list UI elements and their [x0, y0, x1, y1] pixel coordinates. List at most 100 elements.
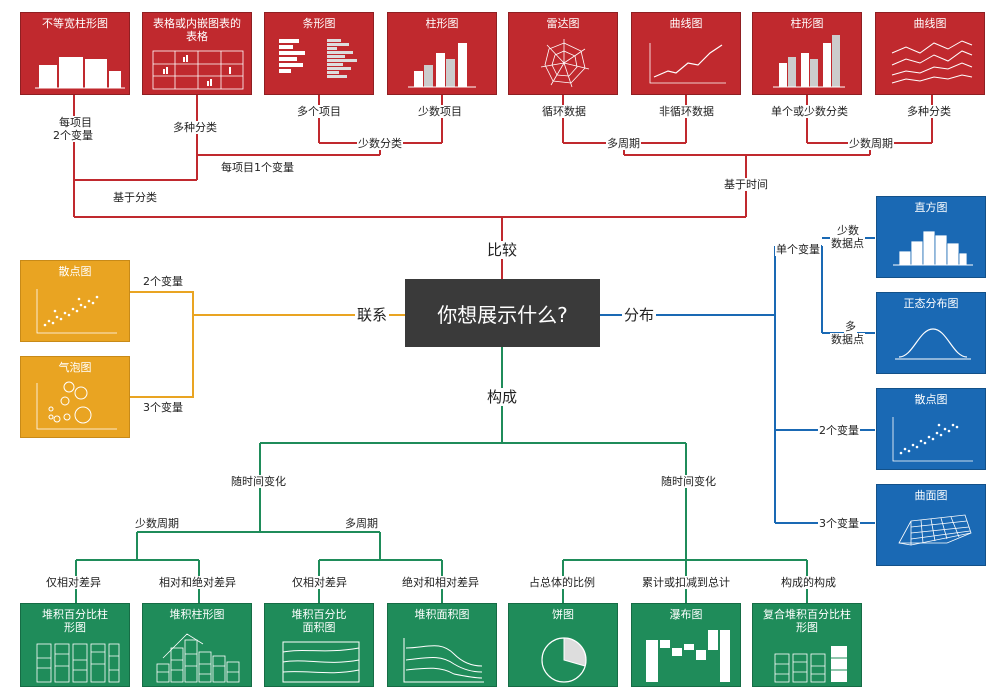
label-few-items: 少数项目 [417, 105, 463, 118]
label-many-cat: 多种分类 [906, 105, 952, 118]
composite-stacked-column-icon [774, 646, 847, 683]
label-few-points-1: 少数 [836, 224, 860, 237]
card-stacked-100-column: 堆积百分比柱形图 [20, 603, 130, 687]
stacked-area-icon [403, 638, 484, 683]
card-normal-distribution: 正态分布图 [876, 292, 986, 374]
card-title: 堆积柱形图 [169, 608, 225, 621]
branch-composition: 构成 [485, 388, 520, 406]
label-relative-only-1: 仅相对差异 [45, 576, 102, 589]
column-chart-icon [773, 35, 845, 88]
card-title: 堆积百分比柱形图 [42, 608, 108, 634]
branch-distribution: 分布 [622, 306, 657, 324]
label-dist-two-vars: 2个变量 [818, 424, 860, 437]
card-column-chart: 柱形图 [387, 12, 497, 95]
label-absolute-relative-2: 绝对和相对差异 [401, 576, 480, 589]
card-title: 正态分布图 [903, 297, 959, 310]
card-stacked-column: 堆积柱形图 [142, 603, 252, 687]
table-grid-icon [152, 50, 244, 90]
card-title: 不等宽柱形图 [42, 17, 108, 30]
main-question: 你想展示什么? [405, 279, 600, 347]
branch-relation: 联系 [355, 306, 390, 324]
card-surface-chart: 曲面图 [876, 484, 986, 566]
label-by-category: 基于分类 [112, 191, 158, 204]
card-title: 表格或内嵌图表的表格 [153, 17, 241, 43]
scatter-plot-icon [36, 289, 117, 334]
label-share-of-total: 占总体的比例 [528, 576, 596, 589]
card-title: 散点图 [58, 265, 92, 278]
card-bar-chart: 条形图 [264, 12, 374, 95]
label-comp-few-periods: 少数周期 [134, 517, 180, 530]
label-many-points-1: 多 [844, 320, 857, 333]
card-title: 柱形图 [425, 17, 459, 30]
label-per-item-line1: 每项目 [58, 116, 93, 129]
label-accumulate: 累计或扣减到总计 [641, 576, 731, 589]
card-composite-stacked-column: 复合堆积百分比柱形图 [752, 603, 862, 687]
bell-curve-icon [895, 328, 971, 360]
card-scatter-plot-2: 散点图 [876, 388, 986, 470]
card-histogram: 直方图 [876, 196, 986, 278]
card-title: 条形图 [302, 17, 336, 30]
card-pie-chart: 饼图 [508, 603, 618, 687]
card-title: 饼图 [552, 608, 574, 621]
label-relative-absolute-1: 相对和绝对差异 [158, 576, 237, 589]
label-single-var: 单个变量 [775, 243, 821, 256]
surface-chart-icon [898, 514, 972, 546]
histogram-icon [893, 230, 973, 266]
card-title: 瀑布图 [669, 608, 703, 621]
label-three-vars: 3个变量 [142, 401, 184, 414]
label-by-time: 基于时间 [723, 178, 769, 191]
card-title: 直方图 [914, 201, 948, 214]
card-title: 堆积百分比面积图 [291, 608, 347, 634]
line-chart-icon [649, 43, 726, 84]
label-many-periods: 多周期 [606, 137, 641, 150]
card-line-chart-2: 曲线图 [875, 12, 985, 95]
card-title: 堆积面积图 [414, 608, 470, 621]
branch-compare: 比较 [485, 241, 520, 259]
label-change-over-time-right: 随时间变化 [660, 475, 717, 488]
bubble-chart-icon [36, 381, 117, 430]
card-title: 雷达图 [546, 17, 580, 30]
label-per-item-one-var: 每项目1个变量 [220, 161, 295, 174]
label-few-points-2: 数据点 [830, 237, 865, 250]
card-bubble-chart: 气泡图 [20, 356, 130, 438]
card-stacked-100-area: 堆积百分比面积图 [264, 603, 374, 687]
radar-chart-icon [540, 39, 590, 88]
card-stacked-area: 堆积面积图 [387, 603, 497, 687]
stacked-100-area-icon [282, 641, 360, 683]
card-line-chart: 曲线图 [631, 12, 741, 95]
card-radar-chart: 雷达图 [508, 12, 618, 95]
label-cyclic: 循环数据 [541, 105, 587, 118]
card-waterfall-chart: 瀑布图 [631, 603, 741, 687]
label-few-categories: 少数分类 [357, 137, 403, 150]
scatter-plot-icon [892, 417, 973, 462]
card-title: 气泡图 [58, 361, 92, 374]
label-few-periods: 少数周期 [848, 137, 894, 150]
card-title: 柱形图 [790, 17, 824, 30]
label-many-categories: 多种分类 [172, 121, 218, 134]
card-title: 复合堆积百分比柱形图 [763, 608, 851, 634]
card-scatter-plot: 散点图 [20, 260, 130, 342]
label-component-of-component: 构成的构成 [780, 576, 837, 589]
label-change-over-time-left: 随时间变化 [230, 475, 287, 488]
multi-line-chart-icon [891, 40, 973, 84]
label-two-vars: 2个变量 [142, 275, 184, 288]
card-title: 曲线图 [669, 17, 703, 30]
bar-chart-icon [279, 39, 357, 78]
card-title: 散点图 [914, 393, 948, 406]
waterfall-chart-icon [646, 630, 730, 682]
label-many-points-2: 数据点 [830, 333, 865, 346]
card-title: 曲线图 [913, 17, 947, 30]
label-single-or-few-cat: 单个或少数分类 [770, 105, 849, 118]
label-many-items: 多个项目 [296, 105, 342, 118]
label-relative-only-2: 仅相对差异 [291, 576, 348, 589]
card-table: 表格或内嵌图表的表格 [142, 12, 252, 95]
main-question-text: 你想展示什么? [437, 302, 568, 327]
pie-chart-icon [541, 637, 587, 683]
label-comp-many-periods: 多周期 [344, 517, 379, 530]
card-column-chart-2: 柱形图 [752, 12, 862, 95]
stacked-100-column-icon [36, 643, 120, 683]
label-dist-three-vars: 3个变量 [818, 517, 860, 530]
label-non-cyclic: 非循环数据 [658, 105, 715, 118]
